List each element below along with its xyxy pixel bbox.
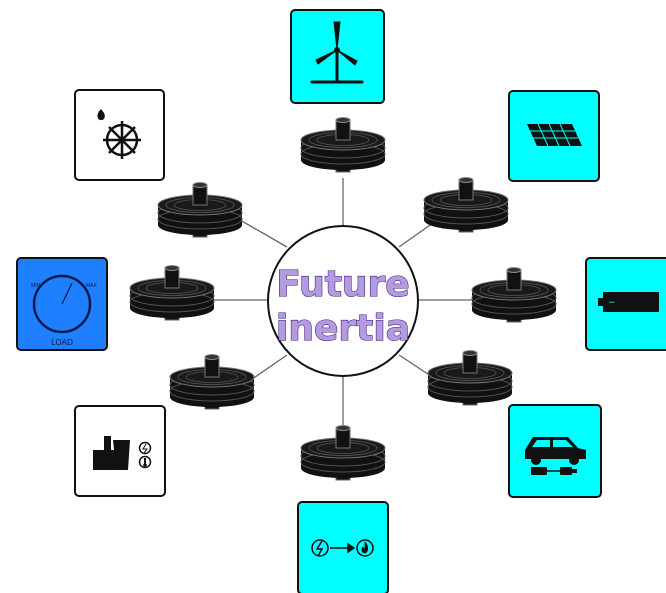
wind-turbine-icon <box>310 21 364 84</box>
spoke-bottom-left <box>247 354 288 383</box>
battery-icon: − <box>598 292 659 312</box>
hydro-turbine-icon <box>97 109 141 159</box>
flywheel-left <box>129 265 215 321</box>
center-title-line2: inertia <box>276 308 410 349</box>
source-box-solar <box>508 90 600 182</box>
source-box-power-to-gas <box>297 501 389 593</box>
thermal-plant-icon <box>93 436 152 470</box>
load-dial-icon <box>32 274 92 334</box>
solar-panel-icon <box>527 123 582 147</box>
source-box-wind <box>290 9 385 104</box>
load-max-label: MAX <box>86 283 98 289</box>
center-hub: Future inertia <box>267 225 419 377</box>
spoke-top-left <box>239 219 288 248</box>
svg-text:−: − <box>608 298 616 308</box>
load-label: LOAD <box>51 338 73 347</box>
flywheel-bottom <box>300 425 386 481</box>
flywheel-bottom-left <box>169 354 255 410</box>
flywheel-top <box>300 117 386 173</box>
source-box-hydro <box>74 89 165 181</box>
load-box: MIN MAX LOAD <box>16 257 108 351</box>
flywheel-top-left <box>157 182 243 238</box>
source-box-ev <box>508 404 602 498</box>
load-min-label: MIN <box>31 283 41 289</box>
electric-vehicle-icon <box>525 437 586 475</box>
power-to-gas-icon <box>311 539 374 557</box>
spokes <box>212 178 480 426</box>
source-box-thermal <box>74 405 166 497</box>
flywheel-right <box>471 267 557 323</box>
flywheel-top-right <box>423 177 509 233</box>
center-title-line1: Future <box>276 264 409 305</box>
center-circle <box>267 225 419 377</box>
source-box-battery: − <box>585 257 666 351</box>
flywheel-bottom-right <box>427 350 513 406</box>
